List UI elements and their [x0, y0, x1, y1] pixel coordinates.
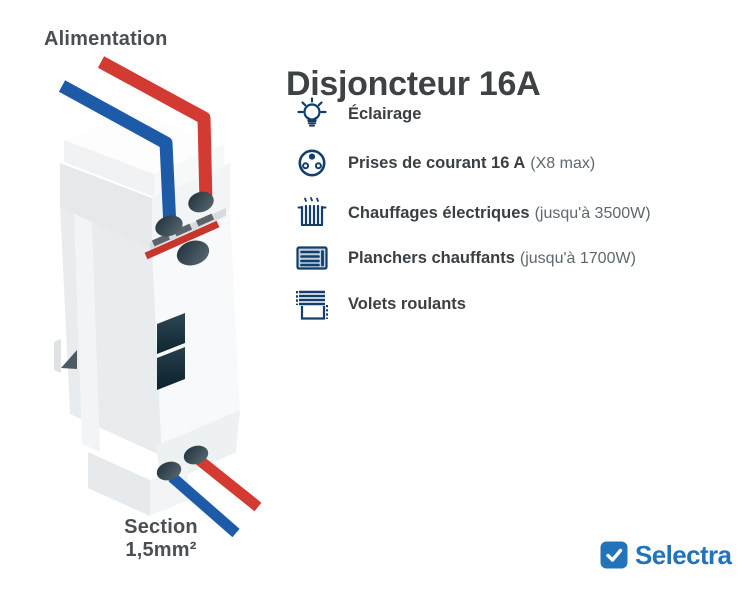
- front-screw: [176, 240, 210, 266]
- floor-heating-icon: [292, 238, 332, 278]
- toggle-switch-upper: [157, 313, 185, 354]
- page-title: Disjoncteur 16A: [286, 64, 541, 103]
- list-item-text: Chauffages électriques(jusqu'à 3500W): [348, 203, 651, 222]
- selectra-wordmark: Selectra: [635, 539, 732, 570]
- light-bulb-icon: [292, 94, 332, 134]
- top-terminal-screw: [188, 191, 214, 213]
- wire-section-line1: Section: [124, 516, 198, 538]
- list-item-text: Éclairage: [348, 104, 422, 123]
- list-item-heaters: Chauffages électriques(jusqu'à 3500W): [292, 193, 651, 233]
- foot-side: [88, 452, 150, 516]
- bottom-terminal-screw: [183, 445, 209, 465]
- list-item-text: Prises de courant 16 A(X8 max): [348, 153, 596, 172]
- cap-top-face: [64, 112, 224, 174]
- bottom-red-wire: [194, 454, 262, 512]
- breaker-front-face: [152, 208, 240, 456]
- circuit-breaker-illustration: [54, 56, 262, 538]
- selectra-check-icon: [600, 541, 628, 569]
- toggle-switch-lower: [157, 347, 185, 390]
- din-notch: [61, 350, 77, 369]
- terminal-slots: [151, 213, 215, 247]
- wire-section-label: Section 1,5mm²: [104, 516, 218, 562]
- radiator-icon: [292, 193, 332, 233]
- din-clip: [54, 339, 61, 373]
- red-stripe: [144, 220, 220, 260]
- power-outlet-icon: [292, 143, 332, 183]
- list-item-lighting: Éclairage: [292, 94, 421, 134]
- roller-shutter-icon: [292, 284, 332, 324]
- supply-red-wire: [97, 56, 213, 204]
- list-item-outlets: Prises de courant 16 A(X8 max): [292, 143, 595, 183]
- list-item-floor-heating: Planchers chauffants(jusqu'à 1700W): [292, 238, 636, 278]
- wire-section-line2: 1,5mm²: [125, 538, 197, 561]
- cap-lower-left: [60, 163, 152, 250]
- list-item-shutters: Volets roulants: [292, 284, 466, 324]
- selectra-logo: Selectra: [600, 539, 732, 570]
- supply-blue-wire: [58, 80, 177, 229]
- list-item-text: Volets roulants: [348, 294, 466, 313]
- bottom-terminal-screw: [156, 461, 182, 481]
- breaker-side-highlight: [74, 214, 100, 452]
- supply-label: Alimentation: [44, 28, 168, 50]
- bottom-blue-wire: [168, 472, 240, 538]
- cap-upper-left: [64, 140, 154, 197]
- top-terminal-screw: [155, 215, 183, 237]
- list-item-text: Planchers chauffants(jusqu'à 1700W): [348, 248, 636, 267]
